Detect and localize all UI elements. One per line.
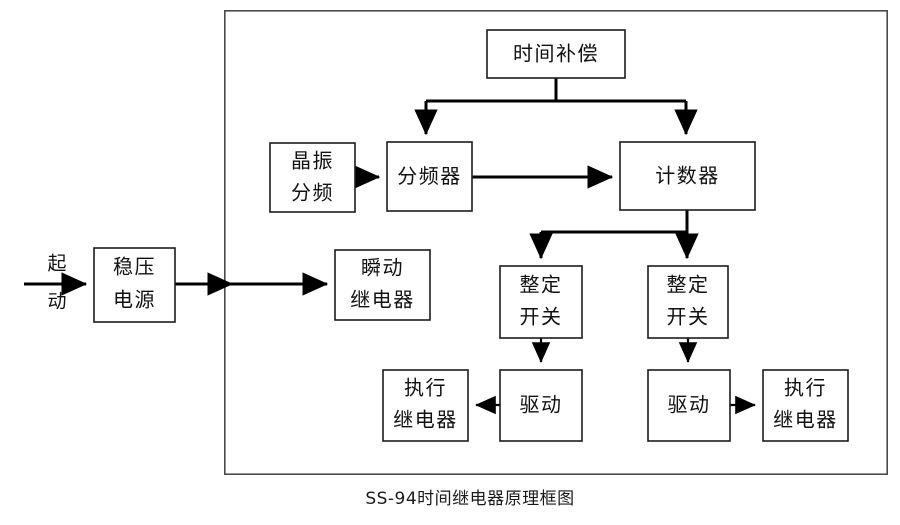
block-setting-switch-right-label-1: 整定 xyxy=(667,273,710,297)
block-frequency-divider[interactable]: 分频器 xyxy=(386,141,473,212)
block-driver-left[interactable]: 驱动 xyxy=(499,369,583,442)
block-setting-switch-right[interactable]: 整定 开关 xyxy=(647,265,729,339)
block-driver-left-label: 驱动 xyxy=(520,393,563,417)
block-regulated-power-label-2: 电源 xyxy=(113,288,156,312)
block-regulated-power-label-1: 稳压 xyxy=(113,255,156,279)
enclosure-frame xyxy=(224,10,889,475)
block-driver-right-label: 驱动 xyxy=(668,393,711,417)
block-instant-relay[interactable]: 瞬动 继电器 xyxy=(334,249,431,321)
block-instant-relay-label-2: 继电器 xyxy=(350,288,415,312)
block-setting-switch-right-label-2: 开关 xyxy=(667,305,710,329)
figure-caption: SS-94时间继电器原理框图 xyxy=(365,489,574,509)
block-output-relay-right-label-2: 继电器 xyxy=(773,408,838,432)
block-crystal-divider[interactable]: 晶振 分频 xyxy=(269,142,356,213)
block-crystal-divider-label-1: 晶振 xyxy=(291,149,334,173)
block-counter[interactable]: 计数器 xyxy=(619,141,756,211)
block-output-relay-left-label-2: 继电器 xyxy=(393,408,458,432)
block-time-compensation[interactable]: 时间补偿 xyxy=(486,29,626,79)
block-output-relay-left[interactable]: 执行 继电器 xyxy=(382,369,469,442)
start-label-bottom: 动 xyxy=(47,291,66,313)
block-driver-right[interactable]: 驱动 xyxy=(647,369,731,442)
block-frequency-divider-label: 分频器 xyxy=(397,164,462,188)
block-setting-switch-left[interactable]: 整定 开关 xyxy=(499,265,583,339)
block-setting-switch-left-label-2: 开关 xyxy=(520,305,563,329)
block-setting-switch-left-label-1: 整定 xyxy=(520,273,563,297)
block-output-relay-right-label-1: 执行 xyxy=(784,376,827,400)
start-label-top: 起 xyxy=(47,253,66,275)
block-regulated-power[interactable]: 稳压 电源 xyxy=(93,247,176,323)
block-counter-label: 计数器 xyxy=(655,164,720,188)
block-time-compensation-label: 时间补偿 xyxy=(513,42,599,66)
block-crystal-divider-label-2: 分频 xyxy=(291,181,334,205)
block-output-relay-left-label-1: 执行 xyxy=(404,376,447,400)
block-instant-relay-label-1: 瞬动 xyxy=(361,256,404,280)
block-output-relay-right[interactable]: 执行 继电器 xyxy=(762,369,849,442)
